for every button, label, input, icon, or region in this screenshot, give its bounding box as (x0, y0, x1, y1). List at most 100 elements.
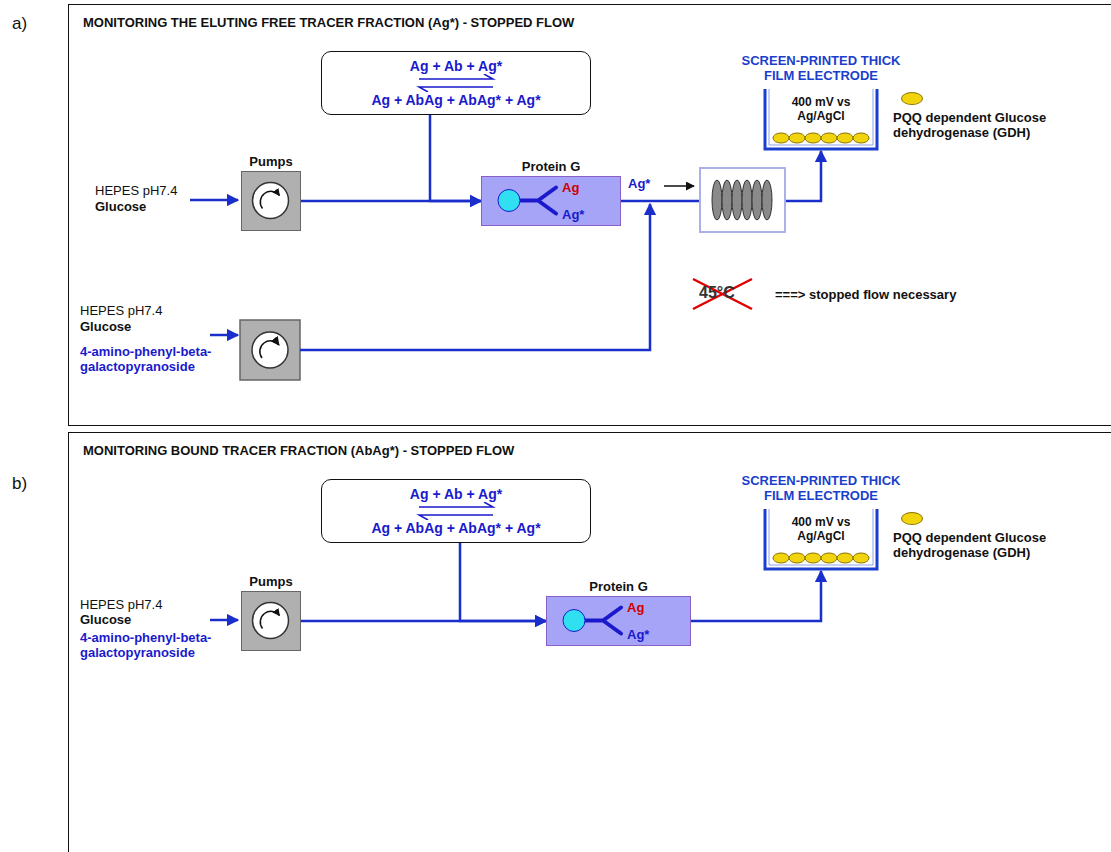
antigen-label: Ag (627, 600, 644, 615)
enzyme-particle (853, 133, 869, 143)
pump-label: Pumps (249, 154, 292, 169)
enzyme-particle (805, 133, 821, 143)
equation-text: Ag + AbAg + AbAg* + Ag* (371, 92, 540, 108)
bead-antibody (482, 177, 619, 224)
enzyme-particle (821, 133, 837, 143)
pump-rotor (252, 332, 288, 368)
legend-swatch (901, 512, 923, 525)
rotation-arrow (260, 191, 279, 208)
enzyme-particle (805, 553, 821, 563)
electrode-label: SCREEN-PRINTED THICK FILM ELECTRODE (726, 53, 916, 83)
tracer-label: Ag* (627, 627, 649, 642)
pump-box: Pumps (241, 591, 301, 651)
coil-winding (752, 180, 762, 220)
electrode-inner-wall (769, 89, 873, 145)
protein-g-bead (563, 610, 585, 632)
equilibrium-arrows (411, 74, 501, 92)
flow-line (691, 571, 821, 621)
substrate-label: 4-amino-phenyl-beta-galactopyranoside (80, 344, 225, 374)
pump-rotor (253, 603, 289, 639)
legend-text: PQQ dependent Glucose dehydrogenase (GDH… (893, 530, 1063, 560)
panel-title: MONITORING BOUND TRACER FRACTION (AbAg*)… (69, 433, 1111, 458)
enzyme-particle (789, 553, 805, 563)
equation-text: Ag + Ab + Ag* (410, 486, 502, 502)
panel-letter: a) (12, 14, 27, 34)
enzyme-particle (773, 553, 789, 563)
pump-label: Pumps (249, 574, 292, 589)
flow-arrow (664, 185, 694, 187)
potential-label: 400 mV vs Ag/AgCl (781, 95, 861, 123)
forward-arrow (419, 74, 493, 79)
substrate-label: 4-amino-phenyl-beta-galactopyranoside (80, 630, 225, 660)
temperature-label: 45°C (699, 284, 735, 302)
flow-line (460, 543, 546, 621)
pump-symbol (242, 172, 299, 229)
antibody-symbol (585, 608, 621, 634)
equation-text: Ag + Ab + Ag* (410, 58, 502, 74)
heating-coil (712, 180, 772, 220)
electrode-inner-wall (769, 509, 873, 565)
coil-winding (712, 180, 722, 220)
protein-g-column: Protein GAgAg* (546, 596, 691, 646)
electrode-label: SCREEN-PRINTED THICK FILM ELECTRODE (726, 473, 916, 503)
equation-text: Ag + AbAg + AbAg* + Ag* (371, 520, 540, 536)
electrode-cell: SCREEN-PRINTED THICK FILM ELECTRODE400 m… (763, 509, 879, 571)
rotation-arrow (260, 611, 279, 628)
pump-rotor (253, 183, 289, 219)
buffer-label: HEPES pH7.4 (80, 597, 162, 612)
equilibrium-arrows (411, 502, 501, 520)
enzyme-particle (853, 553, 869, 563)
coil-winding (742, 180, 752, 220)
enzyme-particle (773, 133, 789, 143)
inflow-line (210, 334, 238, 337)
panel-title: MONITORING THE ELUTING FREE TRACER FRACT… (69, 5, 1111, 30)
flow-line (430, 115, 481, 201)
panel-letter: b) (12, 474, 27, 494)
column-label: Protein G (589, 579, 648, 594)
protein-g-column: Protein GAgAg* (481, 176, 621, 226)
pump-symbol (242, 592, 299, 649)
antigen-label: Ag (562, 180, 579, 195)
legend-text: PQQ dependent Glucose dehydrogenase (GDH… (893, 110, 1063, 140)
inflow-line (210, 619, 238, 622)
cross-out (693, 279, 752, 309)
antibody-symbol (520, 188, 556, 214)
buffer-label: Glucose (95, 199, 146, 214)
coil-winding (722, 180, 732, 220)
equilibrium-box: Ag + Ab + Ag* Ag + AbAg + AbAg* + Ag* (321, 479, 591, 543)
buffer-label: Glucose (80, 319, 131, 334)
buffer-label: HEPES pH7.4 (95, 183, 177, 198)
buffer-label: Glucose (80, 612, 131, 627)
column-label: Protein G (522, 159, 581, 174)
protein-g-bead (498, 190, 520, 212)
buffer-label: HEPES pH7.4 (80, 303, 162, 318)
reverse-arrow (419, 515, 493, 520)
enzyme-particle (821, 553, 837, 563)
legend-entry: PQQ dependent Glucose dehydrogenase (GDH… (893, 512, 1063, 560)
legend-entry: PQQ dependent Glucose dehydrogenase (GDH… (893, 92, 1063, 140)
coil-winding (762, 180, 772, 220)
legend-swatch (901, 92, 923, 105)
method-panel: MONITORING BOUND TRACER FRACTION (AbAg*)… (68, 432, 1111, 852)
heating-coil-box (700, 168, 785, 232)
note-text: ===> stopped flow necessary (775, 287, 956, 302)
electrode-wall (765, 509, 877, 569)
potential-label: 400 mV vs Ag/AgCl (781, 515, 861, 543)
reverse-arrow (419, 87, 493, 92)
equilibrium-box: Ag + Ab + Ag* Ag + AbAg + AbAg* + Ag* (321, 51, 591, 115)
inflow-line (190, 199, 238, 202)
tracer-label: Ag* (628, 176, 650, 191)
rotation-arrow (260, 341, 279, 358)
bead-antibody (547, 597, 689, 644)
method-panel: MONITORING THE ELUTING FREE TRACER FRACT… (68, 4, 1111, 426)
pump-symbol (240, 320, 300, 380)
electrode-wall (765, 89, 877, 149)
enzyme-particle (789, 133, 805, 143)
tracer-label: Ag* (562, 207, 584, 222)
pump-box: Pumps (241, 171, 301, 231)
electrode-cell: SCREEN-PRINTED THICK FILM ELECTRODE400 m… (763, 89, 879, 151)
enzyme-particle (837, 553, 853, 563)
enzyme-particle (837, 133, 853, 143)
forward-arrow (419, 502, 493, 507)
